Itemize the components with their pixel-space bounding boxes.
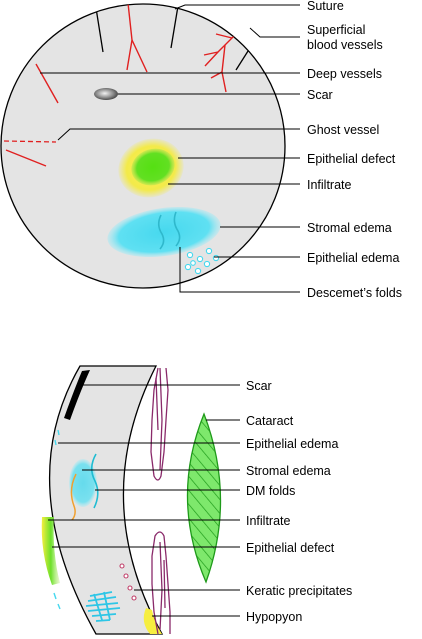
scar-side (64, 370, 90, 420)
label-scar-front: Scar (307, 88, 333, 102)
epithelial-edema-side (53, 429, 61, 610)
label-epithelial-defect-side: Epithelial defect (246, 541, 335, 555)
label-epithelial-edema-side: Epithelial edema (246, 437, 338, 451)
side-labels: Scar Cataract Epithelial edema Stromal e… (246, 379, 352, 624)
label-epithelial-defect-front: Epithelial defect (307, 152, 396, 166)
side-view: Scar Cataract Epithelial edema Stromal e… (41, 365, 352, 635)
front-view: Suture Superficial blood vessels Deep ve… (0, 0, 402, 300)
label-superficial-line2: blood vessels (307, 38, 383, 52)
label-dm-folds: DM folds (246, 484, 295, 498)
label-cataract: Cataract (246, 414, 294, 428)
label-suture: Suture (307, 0, 344, 13)
infiltrate-front (131, 148, 175, 186)
dm-folds-side (90, 453, 99, 509)
front-labels: Suture Superficial blood vessels Deep ve… (307, 0, 402, 300)
side-leader-lines (48, 384, 240, 617)
label-epithelial-edema-front: Epithelial edema (307, 251, 399, 265)
label-infiltrate-front: Infiltrate (307, 178, 352, 192)
stromal-edema-front (107, 206, 221, 258)
epithelial-defect-side (41, 517, 60, 585)
label-keratic-precipitates: Keratic precipitates (246, 584, 352, 598)
cataract-lens (186, 412, 222, 584)
label-scar-side: Scar (246, 379, 272, 393)
label-stromal-edema-side: Stromal edema (246, 464, 331, 478)
ghost-vessel (3, 140, 57, 143)
deep-vessels (5, 63, 59, 167)
front-leader-lines (40, 4, 300, 293)
epithelial-edema-front (184, 247, 220, 275)
label-superficial-line1: Superficial (307, 23, 365, 37)
infiltrate-side (70, 473, 77, 521)
keratic-precipitates (119, 563, 137, 601)
label-stromal-edema-front: Stromal edema (307, 221, 392, 235)
descemets-folds-front (157, 211, 181, 250)
label-hypopyon: Hypopyon (246, 610, 302, 624)
stromal-edema-side (69, 459, 97, 507)
stromal-edema-scribble (85, 591, 121, 622)
superficial-blood-vessels (126, 4, 251, 93)
scar-front (94, 88, 118, 100)
label-ghost-vessel: Ghost vessel (307, 123, 379, 137)
label-deep-vessels: Deep vessels (307, 67, 382, 81)
label-descemets-folds: Descemet’s folds (307, 286, 402, 300)
label-infiltrate-side: Infiltrate (246, 514, 291, 528)
